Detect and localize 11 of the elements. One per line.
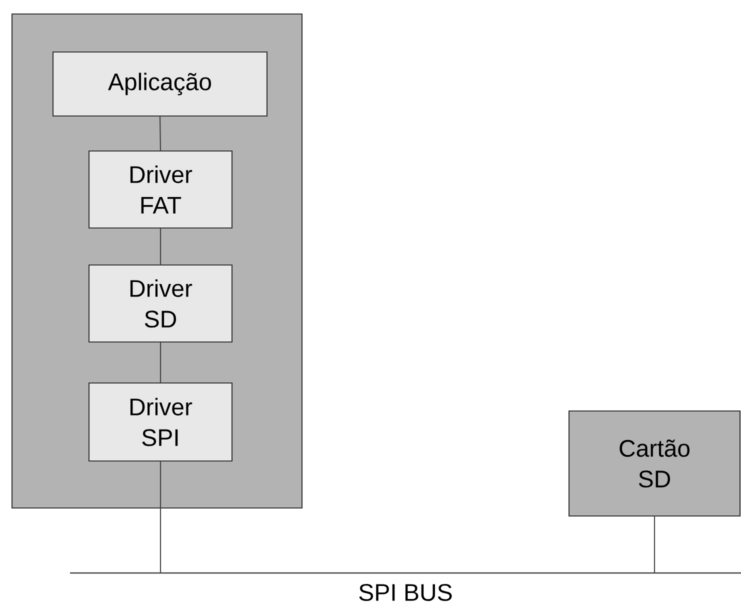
component-box: Driver SPI: [88, 382, 233, 462]
connector-line: [160, 342, 162, 382]
bus-line: SPI BUS: [70, 572, 741, 601]
component-box: Aplicação: [52, 51, 268, 117]
connector-line: [654, 516, 656, 572]
component-box: Driver SD: [88, 264, 233, 343]
component-box: Cartão SD: [568, 410, 741, 517]
connector-line: [160, 462, 162, 572]
component-box: Driver FAT: [88, 150, 233, 229]
connector-line: [159, 116, 162, 150]
connector-line: [160, 228, 162, 264]
